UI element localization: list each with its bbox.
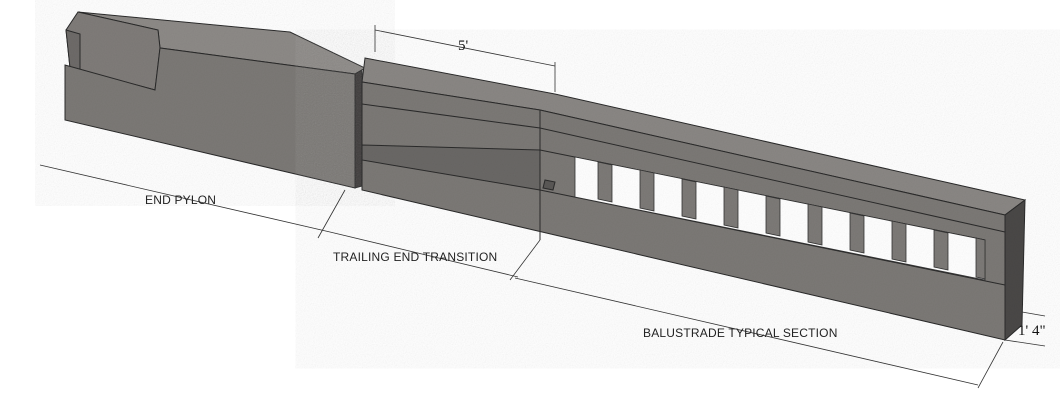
end-pylon — [64, 11, 367, 189]
corner-detail — [542, 179, 556, 191]
baluster-openings — [574, 156, 986, 281]
section-height-dimension: 1' 4" — [1018, 323, 1046, 339]
transition-length-dimension: 5' — [458, 38, 469, 54]
dimension-lines — [39, 25, 1046, 389]
end-pylon-label: END PYLON — [145, 193, 216, 207]
trailing-end-transition-label: TRAILING END TRANSITION — [333, 250, 497, 264]
transition-and-section — [361, 57, 1027, 342]
balustrade-typical-section-label: BALUSTRADE TYPICAL SECTION — [643, 326, 838, 340]
